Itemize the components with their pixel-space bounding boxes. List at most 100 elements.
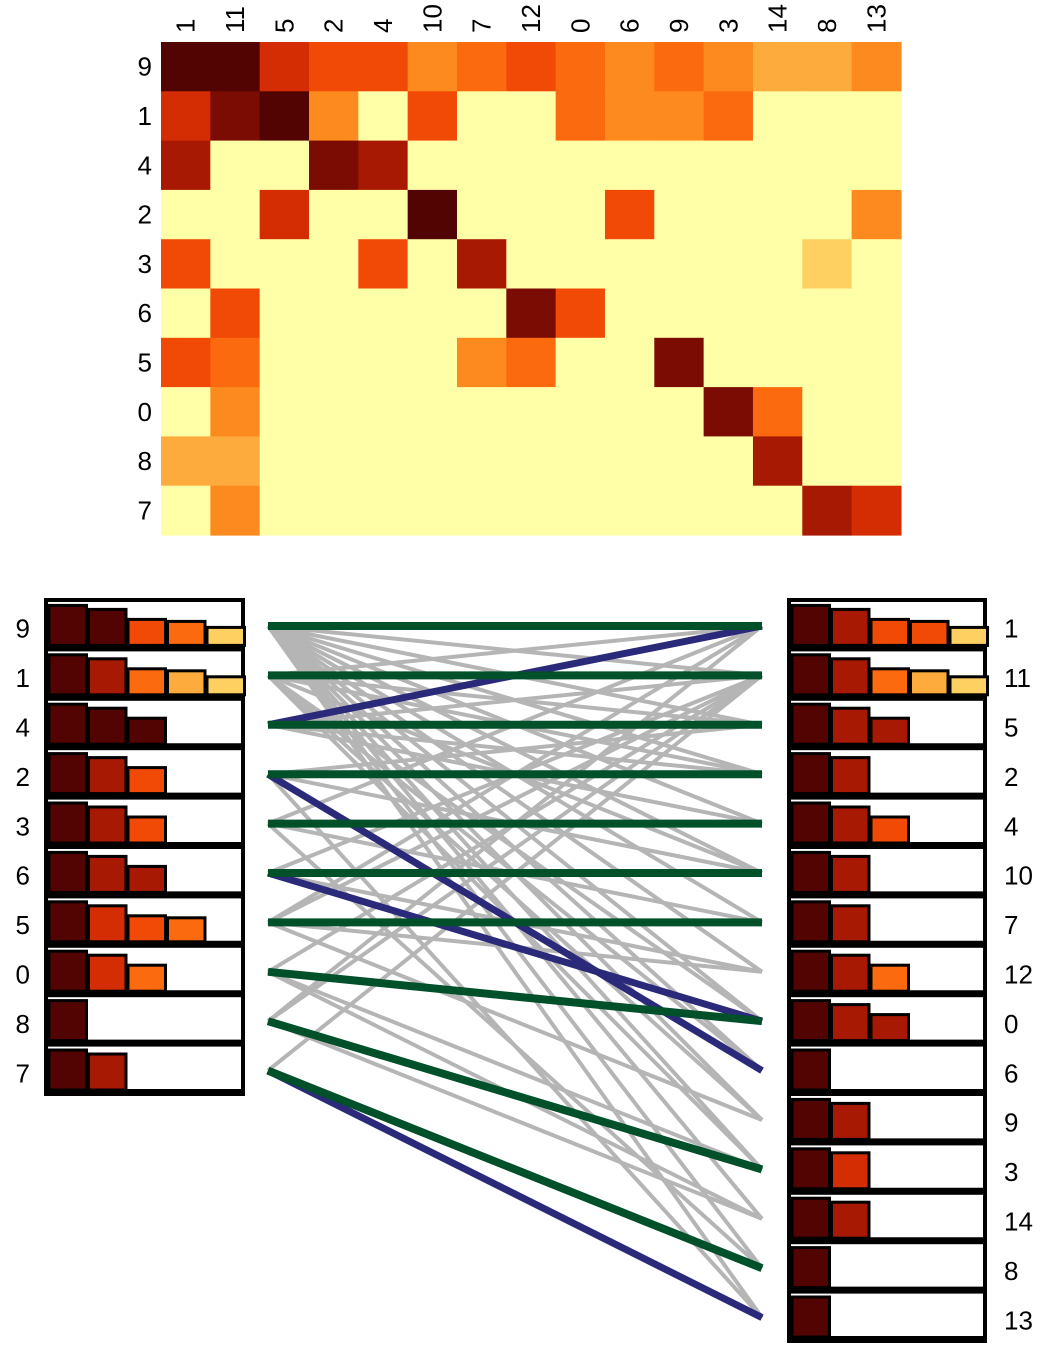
heatmap-cell-r0-c9 (654, 387, 705, 437)
heatmap-cell-r0-c13 (851, 387, 902, 437)
heatmap-cell-r4-c9 (654, 140, 705, 191)
edge-other-1-to-1 (267, 624, 763, 678)
right-node-bar (869, 716, 910, 746)
right-node-label: 10 (1004, 861, 1033, 891)
heatmap-cell-r5-c6 (604, 337, 655, 388)
heatmap-cell-r6-c13 (851, 288, 902, 339)
left-node-bar (47, 603, 88, 647)
left-node-bar (47, 1048, 88, 1092)
right-node-bar (790, 850, 831, 894)
heatmap-cell-r5-c3 (703, 337, 754, 388)
heatmap-cell-r1-c10 (407, 91, 458, 142)
heatmap-cell-r7-c10 (407, 485, 458, 536)
left-node-bar (47, 850, 88, 894)
heatmap-cell-r5-c13 (851, 337, 902, 388)
heatmap-cell-r3-c3 (703, 239, 754, 290)
right-node-row-10: 10 (787, 845, 1033, 899)
right-node-bar (790, 1097, 831, 1141)
left-node-bar (126, 864, 167, 894)
left-node-row-5: 5 (16, 894, 245, 948)
left-node-bar (126, 815, 167, 845)
heatmap-column-label: 10 (417, 4, 447, 33)
heatmap-column-label: 7 (467, 19, 497, 33)
left-node-label: 6 (16, 861, 30, 891)
right-node-bar (790, 801, 831, 845)
right-node-label: 0 (1004, 1009, 1018, 1039)
heatmap-cell-r0-c2 (308, 387, 359, 437)
right-node-row-0: 0 (787, 993, 1018, 1047)
heatmap-cell-r3-c10 (407, 239, 458, 290)
heatmap-cell-r5-c11 (210, 337, 261, 388)
heatmap-cell-r3-c0 (555, 239, 606, 290)
heatmap-cell-r9-c11 (210, 42, 261, 92)
heatmap-cell-r1-c3 (703, 91, 754, 142)
heatmap-cell-r0-c8 (802, 387, 853, 437)
heatmap-cell-r5-c8 (802, 337, 853, 388)
left-node-bar (47, 752, 88, 796)
heatmap-cell-r2-c4 (358, 189, 409, 240)
heatmap-cell-r8-c9 (654, 436, 705, 487)
right-node-label: 13 (1004, 1305, 1033, 1335)
heatmap-cell-r5-c12 (506, 337, 557, 388)
heatmap-cell-r3-c1 (161, 239, 211, 290)
right-node-bar (830, 1151, 871, 1191)
right-node-row-9: 9 (787, 1092, 1018, 1146)
right-node-row-12: 12 (787, 943, 1033, 998)
right-node-bar (830, 953, 871, 993)
heatmap-cell-r2-c2 (308, 189, 359, 240)
right-node-bar (790, 702, 831, 746)
heatmap-cell-r0-c14 (752, 387, 803, 437)
heatmap-cell-r9-c1 (161, 42, 211, 92)
left-node-row-1: 1 (16, 647, 246, 701)
right-node-row-6: 6 (787, 1042, 1018, 1096)
heatmap-cell-r5-c7 (456, 337, 507, 388)
heatmap-row-label: 9 (138, 52, 152, 82)
right-node-row-13: 13 (787, 1289, 1033, 1343)
left-node-bar (47, 900, 88, 944)
right-node-bar (790, 752, 831, 796)
right-node-bar (909, 669, 950, 697)
heatmap-cell-r4-c2 (308, 140, 359, 191)
right-node-label: 3 (1004, 1157, 1018, 1187)
left-node-row-9: 9 (16, 598, 246, 652)
right-node-bar (790, 999, 831, 1043)
heatmap-cell-r0-c0 (555, 387, 606, 437)
heatmap-cell-r9-c6 (604, 42, 655, 92)
left-node-row-3: 3 (16, 795, 245, 849)
right-node-bar (830, 657, 871, 697)
heatmap-cell-r3-c8 (802, 239, 853, 290)
heatmap-cell-r1-c9 (654, 91, 705, 142)
heatmap-cell-r4-c12 (506, 140, 557, 191)
right-node-bar (909, 619, 950, 647)
heatmap-row-label: 2 (138, 200, 152, 230)
left-node-row-2: 2 (16, 746, 245, 800)
heatmap-cell-r6-c3 (703, 288, 754, 339)
heatmap-cell-r9-c5 (259, 42, 310, 92)
left-node-bar (126, 963, 167, 993)
heatmap-cell-r2-c12 (506, 189, 557, 240)
heatmap-cell-r9-c2 (308, 42, 359, 92)
right-node-row-4: 4 (787, 795, 1018, 849)
left-node-label: 1 (16, 663, 30, 693)
heatmap-cell-r4-c5 (259, 140, 310, 191)
heatmap-cell-r5-c14 (752, 337, 803, 388)
heatmap-cell-r7-c2 (308, 485, 359, 536)
right-node-bar (790, 1147, 831, 1191)
right-node-bar (869, 1013, 910, 1043)
right-node-label: 11 (1004, 663, 1031, 693)
heatmap-cell-r2-c0 (555, 189, 606, 240)
right-node-bar (790, 1295, 831, 1339)
heatmap-cell-r9-c0 (555, 42, 606, 92)
right-node-row-1: 1 (787, 598, 1018, 652)
heatmap-cell-r3-c14 (752, 239, 803, 290)
heatmap-cell-r9-c9 (654, 42, 705, 92)
right-node-bar (830, 1101, 871, 1141)
heatmap-cell-r0-c12 (506, 387, 557, 437)
heatmap-cell-r1-c13 (851, 91, 902, 142)
left-node-bar (87, 805, 128, 845)
heatmap-cell-r6-c10 (407, 288, 458, 339)
right-node-label: 8 (1004, 1256, 1018, 1286)
heatmap-cell-r1-c0 (555, 91, 606, 142)
left-node-row-8: 8 (16, 993, 245, 1047)
